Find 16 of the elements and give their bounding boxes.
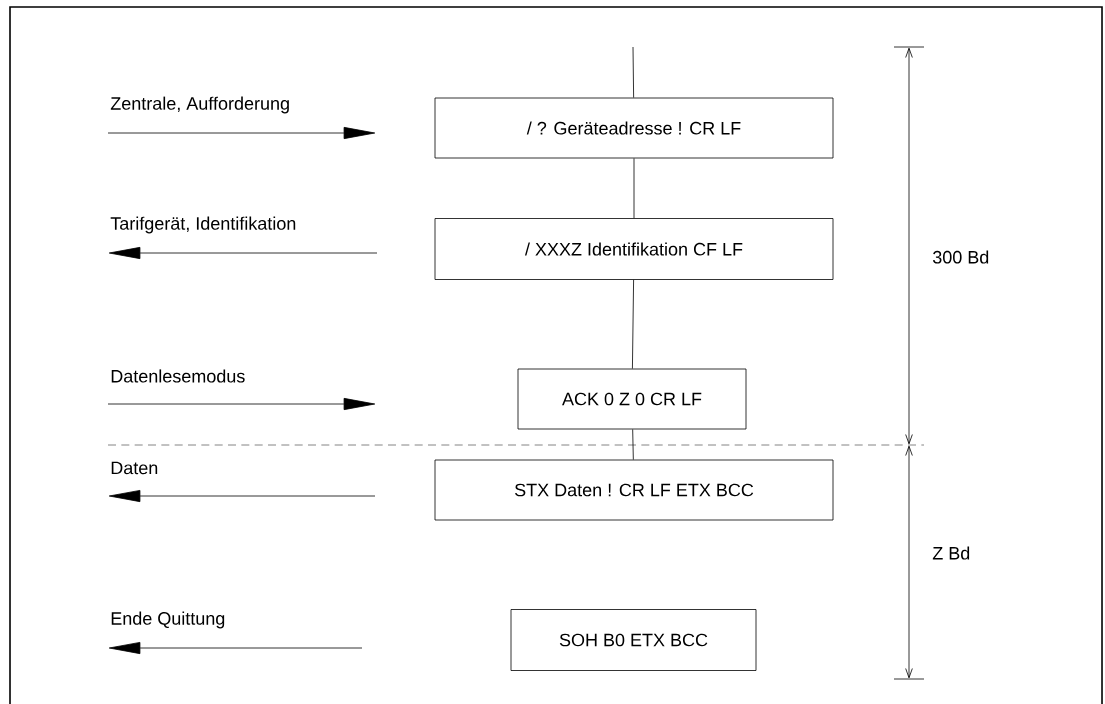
message-box: ACK 0 Z 0 CR LF <box>517 368 747 430</box>
message-label: Datenlesemodus <box>111 369 245 383</box>
message-box: / XXXZ Identifikation CF LF <box>434 218 834 280</box>
message-box: SOH B0 ETX BCC <box>510 609 757 671</box>
connector-line <box>632 279 634 369</box>
connector-line <box>632 46 635 98</box>
dimension-label: Z Bd <box>932 546 970 560</box>
message-label: Daten <box>111 461 158 475</box>
message-label: Zentrale, Aufforderung <box>110 96 289 114</box>
dimension-label: 300 Bd <box>932 250 989 264</box>
message-box: STX Daten ! CR LF ETX BCC <box>434 459 834 521</box>
connector-line <box>632 429 634 460</box>
message-box: / ? Geräteadresse ! CR LF <box>434 97 834 159</box>
connector-line <box>633 158 635 219</box>
message-label: Ende Quittung <box>111 611 225 629</box>
message-label: Tarifgerät, Identifikation <box>110 216 296 234</box>
